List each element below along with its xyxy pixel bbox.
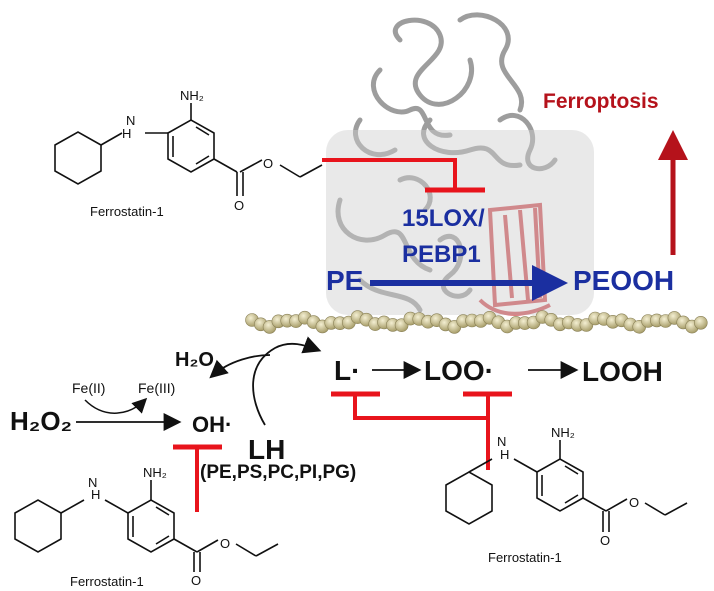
o-ester-label-bl: O (220, 536, 230, 551)
nh2-label-top: NH₂ (180, 88, 204, 103)
nh2-label-br: NH₂ (551, 425, 575, 440)
protein-structure (326, 12, 594, 316)
ferrostatin-caption-bottom-left: Ferrostatin-1 (70, 574, 144, 589)
ferrostatin-molecule-bottom-right: H N NH₂ O O (445, 425, 688, 548)
o-carbonyl-label-bl: O (191, 573, 201, 588)
looh-label: LOOH (582, 356, 663, 387)
protein-complex-box (326, 130, 594, 315)
ferroptosis-label: Ferroptosis (543, 90, 659, 113)
inhibition-line-top (322, 158, 457, 190)
nh2-label-bl: NH₂ (143, 465, 167, 480)
h2o2-label: H₂O₂ (10, 406, 72, 436)
ferrostatin-molecule-top: H N NH₂ O O (54, 88, 323, 213)
fe3-label: Fe(III) (138, 380, 175, 396)
h2o-label: H₂O (175, 349, 214, 371)
fe-curve-arrow (84, 397, 148, 414)
nh-label-br: H (500, 447, 509, 462)
lh-to-l-arrow (252, 336, 322, 426)
oh-radical-label: OH· (192, 412, 232, 437)
o-carbonyl-label-br: O (600, 533, 610, 548)
loo-radical-label: LOO· (424, 355, 494, 386)
n-label-top: N (126, 113, 135, 128)
ferrostatin-caption-bottom-right: Ferrostatin-1 (488, 550, 562, 565)
enzyme-label-line1: 15LOX/ (402, 205, 485, 232)
n-label-br: N (497, 434, 506, 449)
o-carbonyl-label-top: O (234, 198, 244, 213)
ferrostatin-caption-top: Ferrostatin-1 (90, 204, 164, 219)
pe-label: PE (326, 265, 363, 296)
nh-label-bl: H (91, 487, 100, 502)
lh-label: LH (248, 434, 285, 465)
o-ester-label-br: O (629, 495, 639, 510)
membrane-layer (245, 310, 708, 334)
peooh-label: PEOOH (573, 265, 674, 296)
n-label-bl: N (88, 475, 97, 490)
fe2-label: Fe(II) (72, 380, 105, 396)
to-h2o-arrow (209, 354, 271, 379)
l-radical-label: L· (334, 355, 360, 386)
lipid-list-label: (PE,PS,PC,PI,PG) (200, 462, 356, 483)
inhibition-bracket (353, 394, 490, 420)
ferrostatin-molecule-bottom-left: H N NH₂ O O (14, 465, 279, 588)
nh-label-top: H (122, 126, 131, 141)
membrane-bead (693, 315, 708, 330)
enzyme-label-line2: PEBP1 (402, 241, 481, 268)
o-ester-label-top: O (263, 156, 273, 171)
